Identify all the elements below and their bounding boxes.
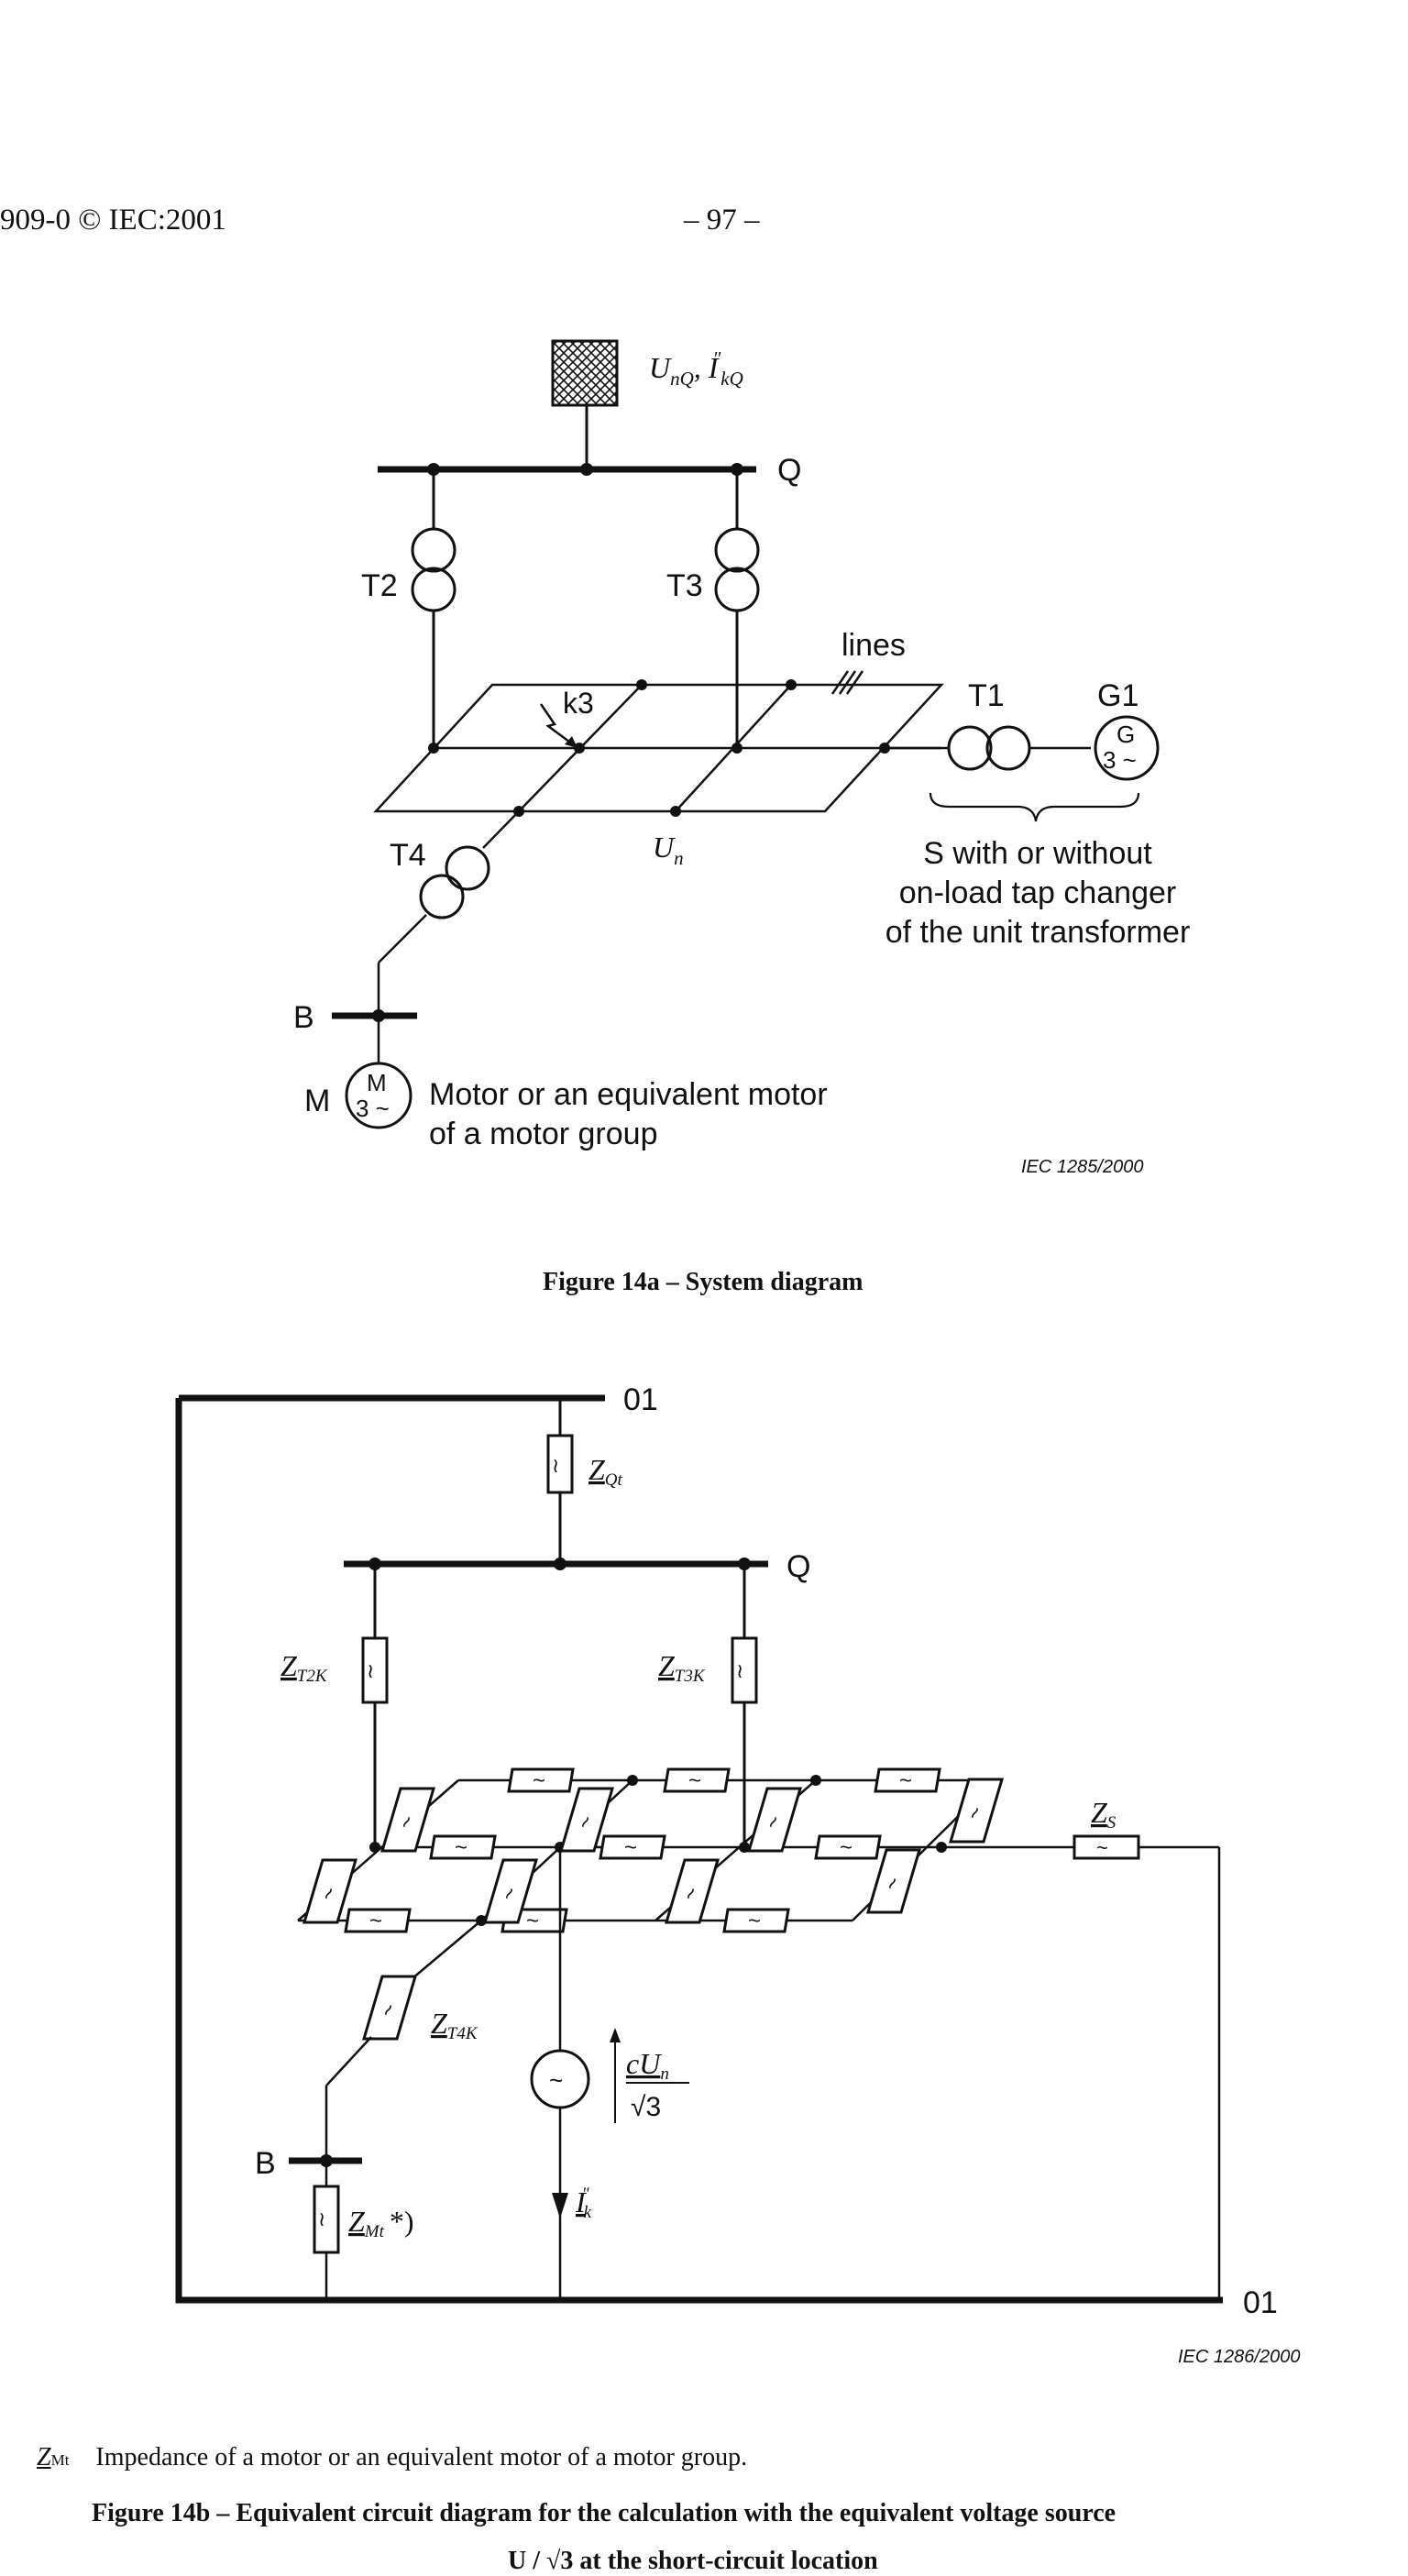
document-id: 909-0 © IEC:2001 — [0, 204, 226, 237]
iec-ref-14b: IEC 1286/2000 — [1178, 2347, 1301, 2367]
motor-icon — [345, 1062, 412, 1129]
caption-14b-line2: U / √3 at the short-circuit location — [508, 2547, 878, 2575]
ik-label: I"k — [575, 2185, 592, 2222]
svg-text:~: ~ — [549, 2066, 563, 2094]
zs-impedance — [1072, 1834, 1140, 1860]
t4-transformer-icon — [445, 845, 490, 891]
zs-label: ZS — [1091, 1796, 1116, 1833]
busbar-q-eq-label: Q — [786, 1549, 810, 1584]
svg-text:3 ~: 3 ~ — [356, 1095, 390, 1122]
footnote-text: Impedance of a motor or an equivalent mo… — [95, 2443, 748, 2471]
network-feeder-icon — [551, 339, 619, 407]
svg-text:M: M — [367, 1069, 387, 1096]
node-top-label: 01 — [623, 1382, 658, 1417]
motor-label: M — [304, 1084, 330, 1118]
t1-transformer-icon — [947, 725, 993, 771]
t2-label: T2 — [361, 568, 398, 603]
t4-label: T4 — [390, 838, 426, 873]
svg-text:~: ~ — [1096, 1836, 1108, 1859]
zqt-label: ZQt — [588, 1453, 623, 1490]
lines-label: lines — [842, 628, 906, 663]
svg-text:≀: ≀ — [367, 1659, 374, 1682]
zt2k-impedance — [361, 1636, 389, 1704]
g1-generator-icon — [1094, 715, 1160, 781]
motor-desc-1: Motor or an equivalent motor — [429, 1077, 828, 1112]
equivalent-circuit-diagram: ~ ~ 01 01 ≀ ZQt Q ≀ ZT2K ≀ ZT3K — [175, 1382, 1278, 2320]
svg-text:G: G — [1116, 721, 1135, 748]
svg-text:≀: ≀ — [552, 1454, 559, 1477]
zmt-label: ZMt*) — [348, 2205, 414, 2241]
frame-line — [175, 1398, 1223, 2304]
motor-desc-2: of a motor group — [429, 1117, 657, 1151]
zt2k-label: ZT2K — [280, 1649, 328, 1686]
impedance-mesh — [297, 1767, 1219, 1935]
t3-label: T3 — [666, 568, 703, 603]
s-line-3: of the unit transformer — [886, 915, 1191, 950]
svg-text:3 ~: 3 ~ — [1103, 746, 1137, 774]
zt4k-label: ZT4K — [431, 2007, 478, 2043]
node-bottom-label: 01 — [1243, 2285, 1278, 2320]
footnote-symbol: Z — [37, 2443, 51, 2471]
busbar-q-label: Q — [777, 453, 801, 488]
un-label: Un — [653, 831, 684, 869]
unit-brace — [929, 792, 1140, 822]
fault-label: k3 — [563, 687, 594, 720]
source-voltage-num: cUn — [626, 2047, 669, 2084]
g1-label: G1 — [1097, 678, 1138, 713]
busbar-b-eq-label: B — [255, 2146, 276, 2181]
footnote: ZMt Impedance of a motor or an equivalen… — [37, 2443, 747, 2472]
footnote-symbol-sub: Mt — [50, 2451, 70, 2469]
source-voltage-den: √3 — [631, 2092, 661, 2122]
svg-text:≀: ≀ — [736, 1659, 743, 1682]
s-line-2: on-load tap changer — [899, 875, 1176, 910]
caption-14b: Figure 14b – Equivalent circuit diagram … — [92, 2499, 1116, 2527]
t2-transformer-icon — [411, 527, 456, 573]
iec-ref-14a: IEC 1285/2000 — [1021, 1157, 1144, 1177]
s-line-1: S with or without — [923, 836, 1152, 871]
caption-14a: Figure 14a – System diagram — [543, 1268, 864, 1296]
t3-transformer-icon — [714, 527, 760, 573]
system-diagram: UnQ, I"kQ Q T2 T3 lines k3 Un G 3 ~ T1 G… — [293, 339, 1191, 1151]
fault-arrow-icon — [539, 703, 574, 746]
page-number: – 97 – — [684, 204, 760, 237]
zt3k-impedance — [731, 1636, 758, 1704]
t1-label: T1 — [968, 678, 1005, 713]
busbar-b-label: B — [293, 1000, 314, 1035]
source-label: UnQ, I"kQ — [649, 347, 743, 390]
zt3k-label: ZT3K — [658, 1649, 706, 1686]
svg-text:≀: ≀ — [318, 2207, 325, 2230]
